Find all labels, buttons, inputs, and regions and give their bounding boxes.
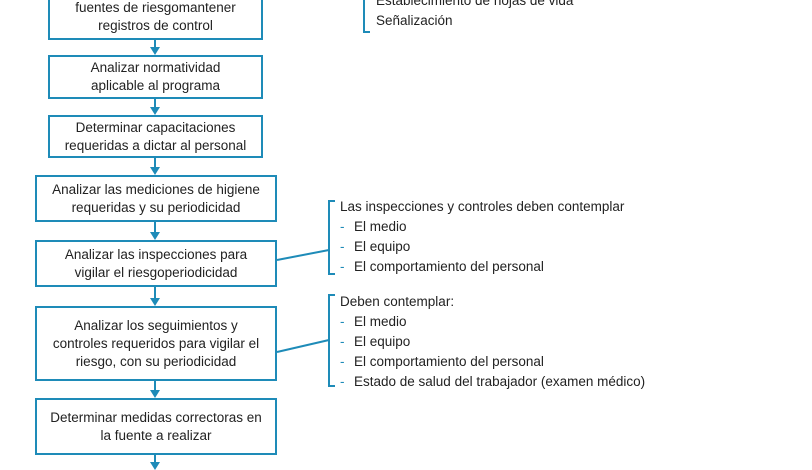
callout-line-follow-ups — [276, 339, 330, 353]
note-item: -El equipo — [340, 332, 645, 352]
flow-box-line: fuentes de riesgomantener — [75, 0, 236, 15]
flow-box-analyze-regulations: Analizar normatividad aplicable al progr… — [48, 55, 263, 99]
bracket-inspections — [328, 200, 335, 275]
flow-box-line: Analizar los seguimientos y — [74, 317, 238, 333]
note-item: -El medio — [340, 312, 645, 332]
note-item: Establecimiento de hojas de vida — [376, 0, 574, 8]
note-top: Establecimiento de hojas de vida Señaliz… — [376, 0, 573, 31]
flow-box-line: requeridas a dictar al personal — [64, 137, 247, 153]
note-item: -El comportamiento del personal — [340, 352, 645, 372]
dash-icon: - — [340, 374, 345, 389]
dash-icon: - — [340, 219, 345, 234]
dash-icon: - — [340, 259, 345, 274]
dash-icon: - — [340, 334, 345, 349]
dash-icon: - — [340, 239, 345, 254]
flow-box-analyze-follow-ups: Analizar los seguimientos y controles re… — [35, 306, 277, 381]
flow-box-line: Determinar medidas correctoras en — [50, 409, 262, 425]
arrowhead-1 — [150, 47, 160, 55]
arrowhead-3 — [150, 167, 160, 175]
flow-box-analyze-inspections: Analizar las inspecciones para vigilar e… — [35, 240, 277, 287]
flow-box-line: riesgo, con su periodicidad — [75, 353, 237, 369]
note-item: -El medio — [340, 217, 624, 237]
note-inspections: Las inspecciones y controles deben conte… — [340, 197, 624, 277]
note-item: -El equipo — [340, 237, 624, 257]
flow-box-maintain-records: fuentes de riesgomantener registros de c… — [48, 0, 263, 40]
flow-box-line: la fuente a realizar — [100, 427, 212, 443]
flow-box-determine-corrective-measures: Determinar medidas correctoras en la fue… — [35, 398, 277, 455]
arrowhead-4 — [150, 232, 160, 240]
bracket-top — [363, 0, 370, 33]
dash-icon: - — [340, 354, 345, 369]
note-item: Señalización — [376, 13, 453, 28]
flow-box-line: vigilar el riesgoperiodicidad — [74, 264, 238, 280]
flow-box-determine-training: Determinar capacitaciones requeridas a d… — [48, 115, 263, 158]
bracket-follow-ups — [328, 294, 335, 387]
dash-icon: - — [340, 314, 345, 329]
flow-box-line: aplicable al programa — [90, 78, 221, 93]
flow-box-line: Analizar normatividad — [90, 60, 221, 75]
flow-box-line: controles requeridos para vigilar el — [52, 335, 260, 351]
flow-box-analyze-hygiene-measurements: Analizar las mediciones de higiene reque… — [35, 175, 277, 222]
callout-line-inspections — [276, 249, 330, 261]
note-heading: Las inspecciones y controles deben conte… — [340, 199, 625, 214]
note-heading: Deben contemplar: — [340, 294, 455, 309]
arrowhead-7 — [150, 462, 160, 470]
flow-box-line: requeridas y su periodicidad — [71, 199, 241, 215]
flow-box-line: Analizar las mediciones de higiene — [52, 181, 260, 197]
arrowhead-6 — [150, 390, 160, 398]
flow-box-line: Determinar capacitaciones — [75, 119, 236, 135]
note-item: -Estado de salud del trabajador (examen … — [340, 372, 645, 392]
arrowhead-5 — [150, 298, 160, 306]
flow-box-line: Analizar las inspecciones para — [64, 246, 248, 262]
note-item: -El comportamiento del personal — [340, 257, 624, 277]
note-follow-ups: Deben contemplar: -El medio -El equipo -… — [340, 292, 645, 392]
flow-box-line: registros de control — [98, 18, 213, 33]
arrowhead-2 — [150, 107, 160, 115]
